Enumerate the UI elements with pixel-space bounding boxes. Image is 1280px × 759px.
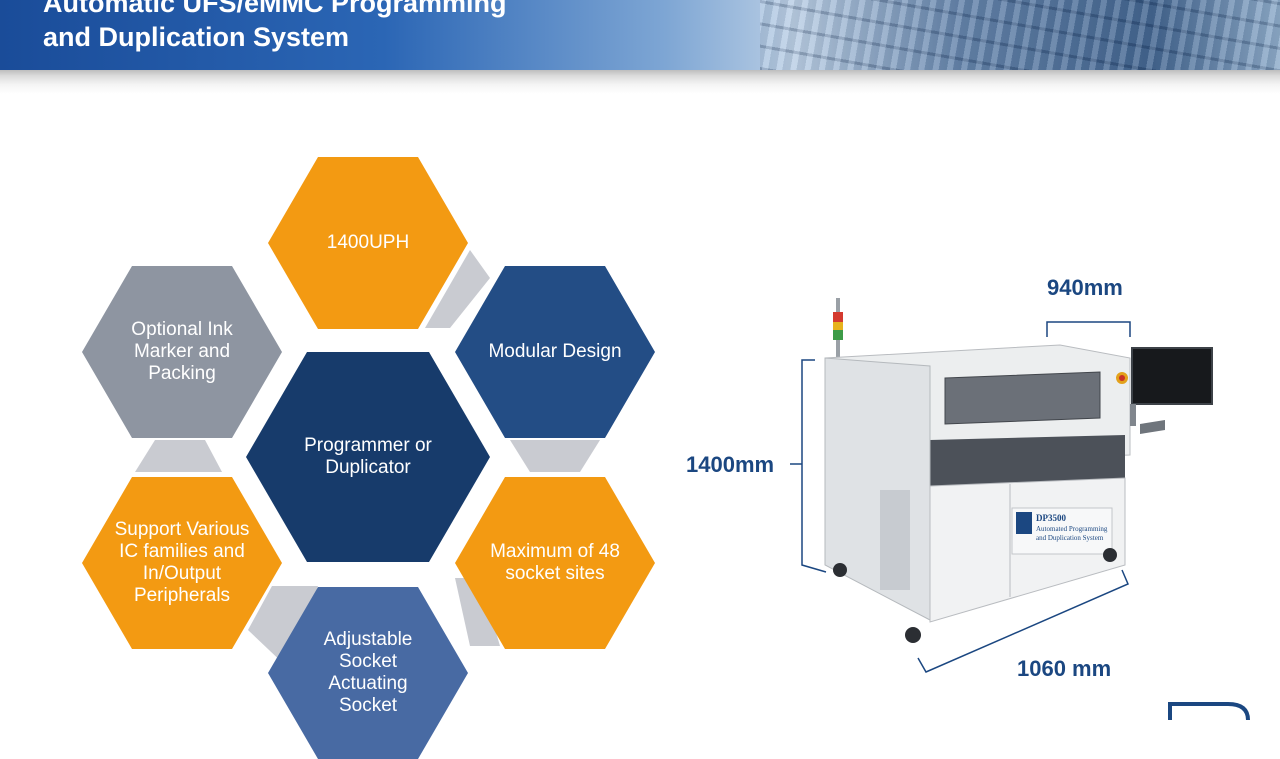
hex-throughput: 1400UPH [268,157,468,329]
banner-texture [760,0,1280,70]
connector-right [510,440,600,472]
title-banner: Automatic UFS/eMMC Programming and Dupli… [0,0,1280,70]
hex-programmer-duplicator-label: Programmer or Duplicator [304,435,432,478]
page-title-line-1: Automatic UFS/eMMC Programming [43,0,507,18]
signal-tower-red [833,312,843,322]
machine-front-vent [880,490,910,590]
hex-ic-families-label: Support Various IC families and In/Outpu… [114,519,250,606]
machine-foot-3 [1103,548,1117,562]
connector-left [135,440,222,472]
machine-deck [930,435,1125,488]
machine-hood-window [944,371,1101,425]
machine-left-side [824,357,931,621]
hex-modular-design-label: Modular Design [488,341,622,362]
dimension-height-label: 1400mm [686,452,775,477]
hex-throughput-label: 1400UPH [326,232,410,253]
monitor-arm [1130,404,1136,426]
hex-socket-sites-label: Maximum of 48 socket sites [490,541,620,584]
hex-ink-marker-label: Optional Ink Marker and Packing [131,319,233,384]
machine-logo-mark [1016,512,1032,534]
machine-foot-1 [833,563,847,577]
banner-shadow [0,70,1280,94]
keyboard-tray [1140,420,1165,434]
hex-connectors [135,250,600,668]
page-title: Automatic UFS/eMMC Programming and Dupli… [43,0,507,54]
monitor-icon [1131,347,1213,405]
machine-model-subtitle-1: Automated Programming [1036,525,1108,533]
dimension-width-label: 940mm [1047,275,1123,300]
connector-top-right [425,250,490,328]
signal-tower-green [833,330,843,340]
machine-model-subtitle-2: and Duplication System [1036,534,1104,542]
connector-lower-right [455,578,500,646]
connector-lower-left [248,586,318,668]
company-logo-icon [1168,702,1250,720]
dimension-width-line [1046,321,1131,337]
dimension-depth-line [917,569,1129,673]
machine-model-label: DP3500 [1036,513,1066,523]
page-title-line-2: and Duplication System [43,22,350,52]
machine-foot-2 [905,627,921,643]
dimension-depth-label: 1060 mm [1017,656,1112,681]
signal-tower-yellow [833,322,843,330]
machine-illustration: DP3500 Automated Programming and Duplica… [790,298,1213,673]
hex-adjustable-socket-label: Adjustable Socket Actuating Socket [323,629,413,716]
dimension-height-line [801,359,827,573]
